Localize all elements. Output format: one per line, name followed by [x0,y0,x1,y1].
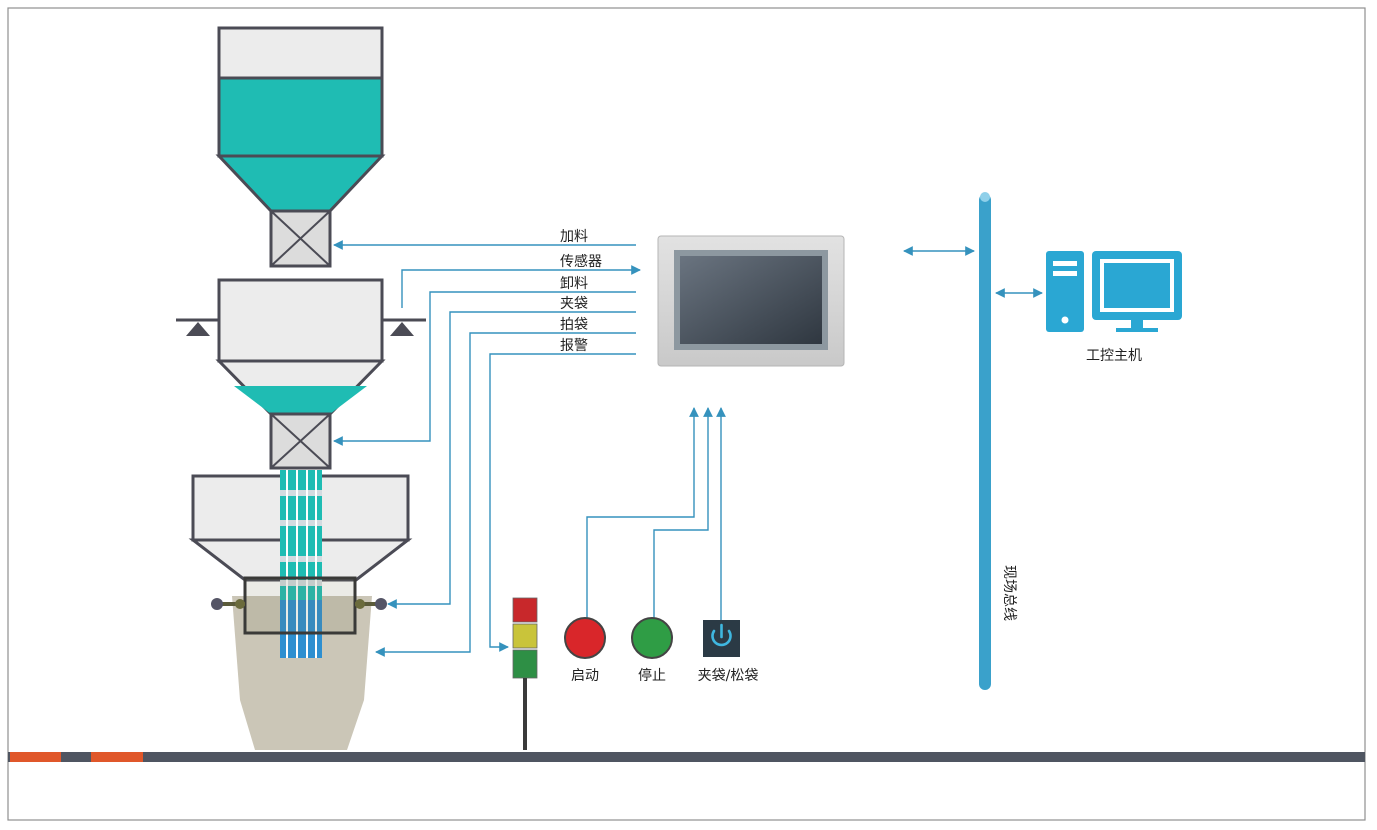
material-stream [280,470,322,658]
signal-discharge: 卸料 [560,276,588,292]
hmi-panel-icon [657,235,845,367]
weigh-hopper [176,278,426,470]
start-button[interactable]: 启动 [564,617,606,684]
bus-links [903,246,1043,298]
stop-button[interactable]: 停止 [631,617,673,684]
fieldbus-label: 现场总线 [1001,565,1017,621]
signal-wiring [333,240,641,657]
rail-accent-1 [10,752,61,762]
signal-alarm: 报警 [560,338,588,354]
signal-labels: 加料 传感器 卸料 夹袋 拍袋 报警 [560,229,602,354]
fieldbus-rail [979,194,991,690]
bottom-rail [8,752,1365,762]
rail-accent-2 [91,752,143,762]
fieldbus: 现场总线 [979,192,1017,690]
ipc-label: 工控主机 [1086,348,1142,364]
signal-tower-icon [512,597,538,750]
signal-sensor: 传感器 [560,253,602,270]
clamp-release-label: 夹袋/松袋 [698,668,759,684]
load-cell-left [186,322,210,336]
bag-clamp [211,576,387,635]
load-cell-right [390,322,414,336]
top-hopper [215,26,386,268]
clamp-release-button[interactable]: 夹袋/松袋 [698,620,759,684]
outer-frame [7,7,1366,821]
signal-add-material: 加料 [560,229,588,245]
signal-pat-bag: 拍袋 [560,317,588,333]
start-button-label: 启动 [571,668,599,684]
ipc-computer-icon: 工控主机 [1046,251,1182,364]
power-icon [711,623,732,647]
stop-button-label: 停止 [638,667,666,684]
signal-clamp-bag: 夹袋 [560,296,588,312]
button-wiring [586,407,726,620]
hmi-screen [680,256,822,344]
